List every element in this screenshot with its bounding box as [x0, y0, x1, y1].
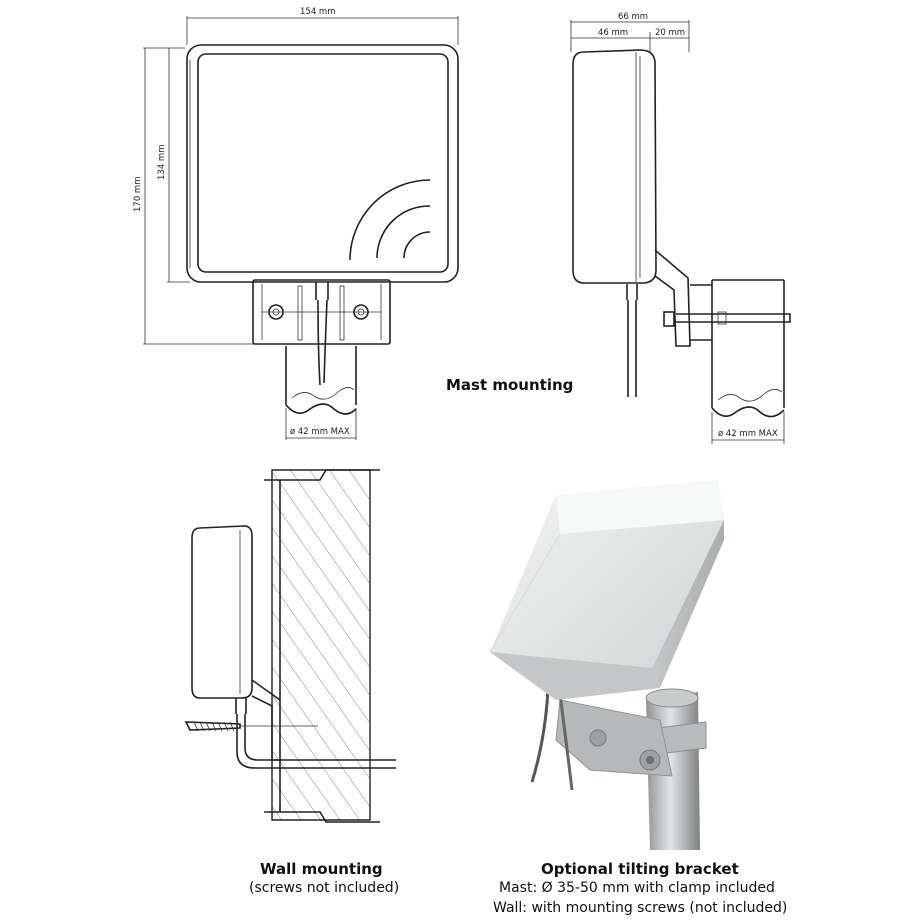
wall-mounting-title: Wall mounting [260, 860, 383, 878]
front-view: 154 mm 170 mm 134 mm [133, 7, 459, 440]
outer-height-dimension-label: 170 mm [133, 177, 143, 213]
total-depth-label: 66 mm [618, 12, 648, 22]
width-dimension-label: 154 mm [300, 7, 336, 17]
front-mast-diameter-label: ø 42 mm MAX [290, 427, 350, 437]
body-depth-label: 46 mm [598, 28, 628, 38]
tilting-bracket-title: Optional tilting bracket [541, 860, 739, 878]
tilting-bracket-photo [489, 480, 724, 850]
bracket-depth-label: 20 mm [655, 28, 685, 38]
inner-height-dimension-label: 134 mm [157, 145, 167, 181]
side-mast-diameter-label: ø 42 mm MAX [718, 429, 778, 439]
tilting-bracket-wall-line: Wall: with mounting screws (not included… [493, 900, 787, 916]
side-view: 66 mm 46 mm 20 mm ø 42 mm MAX [570, 12, 791, 444]
wall-mounting-subtitle: (screws not included) [249, 880, 399, 896]
mast-mounting-title: Mast mounting [446, 376, 573, 394]
tilting-bracket-mast-line: Mast: Ø 35-50 mm with clamp included [499, 880, 775, 896]
wall-mounting-illustration [184, 469, 396, 823]
